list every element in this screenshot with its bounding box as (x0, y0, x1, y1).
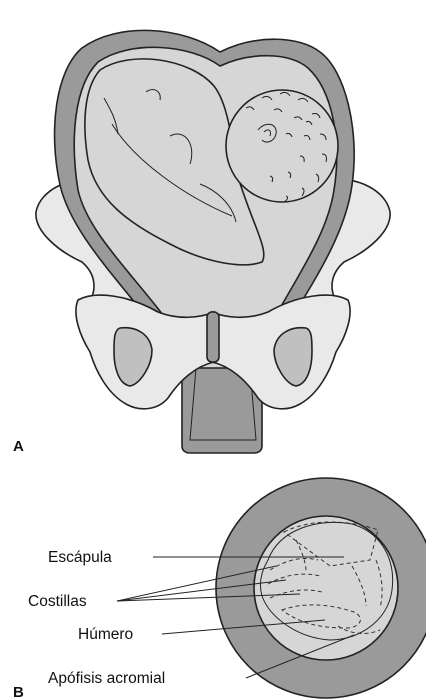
fetal-head (226, 90, 338, 202)
pubic-symphysis (207, 312, 219, 362)
panel-b-illustration: Escápula Costillas Húmero Apófisis acrom… (13, 478, 426, 700)
panel-a-illustration: A (13, 30, 390, 455)
scapula-label: Escápula (48, 549, 112, 566)
humerus-label: Húmero (78, 626, 133, 643)
panel-a-letter: A (13, 438, 24, 455)
panel-b-letter: B (13, 684, 24, 700)
ribs-label: Costillas (28, 593, 87, 610)
acromion-label: Apófisis acromial (48, 670, 165, 687)
